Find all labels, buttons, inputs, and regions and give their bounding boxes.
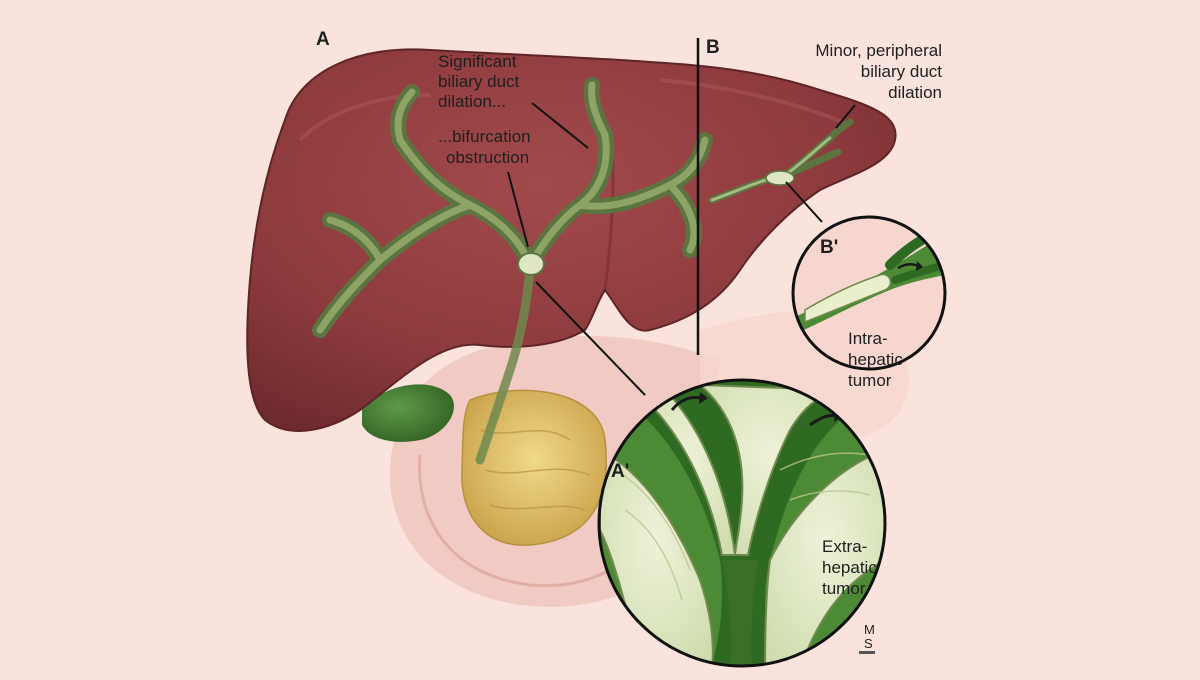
panel-label-b-prime: B' [820, 237, 838, 258]
artist-signature: M S [859, 622, 875, 654]
svg-text:tumor: tumor [822, 579, 866, 598]
svg-text:Intra-: Intra- [848, 329, 888, 348]
svg-text:M: M [864, 622, 875, 637]
annotation-extrahepatic-tumor: Extra- hepatic tumor [822, 537, 877, 598]
svg-text:obstruction: obstruction [446, 148, 529, 167]
inset-b-prime [791, 215, 947, 371]
pancreas [461, 389, 607, 546]
annotation-bifurcation-obstruction: ...bifurcation obstruction [438, 127, 531, 167]
panel-label-a: A [316, 29, 330, 50]
svg-text:hepatic: hepatic [848, 350, 903, 369]
svg-text:dilation...: dilation... [438, 92, 506, 111]
biliary-ducts-dilated [312, 77, 713, 465]
gallbladder [362, 384, 454, 442]
svg-text:hepatic: hepatic [822, 558, 877, 577]
panel-label-a-prime: A' [611, 461, 629, 482]
inset-a-prime [597, 378, 887, 668]
biliary-ducts-minor [708, 118, 854, 204]
svg-text:biliary duct: biliary duct [861, 62, 943, 81]
svg-text:tumor: tumor [848, 371, 892, 390]
svg-text:Significant: Significant [438, 52, 517, 71]
annotation-intrahepatic-tumor: Intra- hepatic tumor [848, 329, 903, 390]
svg-text:...bifurcation: ...bifurcation [438, 127, 531, 146]
curved-arrow-icon [809, 414, 837, 427]
svg-text:Extra-: Extra- [822, 537, 867, 556]
curved-arrow-icon [897, 263, 919, 270]
panel-label-b: B [706, 37, 720, 58]
curved-arrow-icon [670, 396, 701, 411]
annotation-minor-dilation: Minor, peripheral biliary duct dilation [815, 41, 942, 102]
leader-lines [507, 102, 856, 396]
svg-text:dilation: dilation [888, 83, 942, 102]
svg-text:Minor, peripheral: Minor, peripheral [815, 41, 942, 60]
inset-b-prime-border [791, 215, 947, 371]
svg-text:S: S [864, 636, 873, 651]
inset-a-prime-border [597, 378, 887, 668]
svg-text:biliary duct: biliary duct [438, 72, 520, 91]
annotation-significant-dilation: Significant biliary duct dilation... [438, 52, 520, 111]
